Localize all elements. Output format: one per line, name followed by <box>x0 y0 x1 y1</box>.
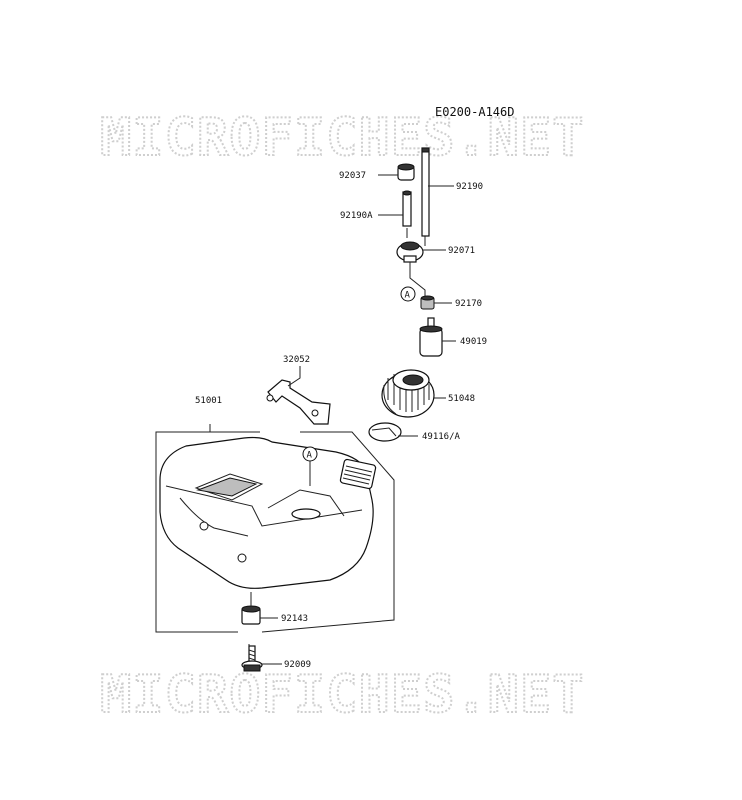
fuel-cap-51048 <box>381 369 435 418</box>
label-92037: 92037 <box>339 171 366 181</box>
label-92190a: 92190A <box>340 211 373 221</box>
label-92190: 92190 <box>456 182 483 192</box>
label-32052: 32052 <box>283 355 310 365</box>
reference-marker-a-upper: A <box>400 286 416 302</box>
clamp-92037 <box>397 163 415 181</box>
fuel-tank-51001 <box>159 436 377 589</box>
label-92170: 92170 <box>455 299 482 309</box>
label-92143: 92143 <box>281 614 308 624</box>
watermark-bottom: MICROFICHES.NET <box>100 665 585 725</box>
label-49116a: 49116/A <box>422 432 461 442</box>
svg-text:A: A <box>307 451 313 461</box>
label-51001: 51001 <box>195 396 222 406</box>
fuel-filter-49019 <box>419 317 443 357</box>
collar-92143 <box>241 605 261 625</box>
label-51048: 51048 <box>448 394 475 404</box>
diagram-code: E0200-A146D <box>435 105 514 119</box>
fuel-pipe-92190a <box>402 190 412 227</box>
bracket-32052 <box>266 379 331 425</box>
label-49019: 49019 <box>460 337 487 347</box>
clamp-92170 <box>420 295 435 310</box>
reference-marker-a-lower: A <box>302 446 318 462</box>
grommet-92071 <box>396 241 424 263</box>
label-92009: 92009 <box>284 660 311 670</box>
bolt-92009 <box>241 644 263 672</box>
gasket-49116a <box>368 422 402 442</box>
watermark-top: MICROFICHES.NET <box>100 108 585 168</box>
label-92071: 92071 <box>448 246 475 256</box>
svg-text:A: A <box>405 291 411 301</box>
fuel-pipe-92190 <box>421 147 430 237</box>
